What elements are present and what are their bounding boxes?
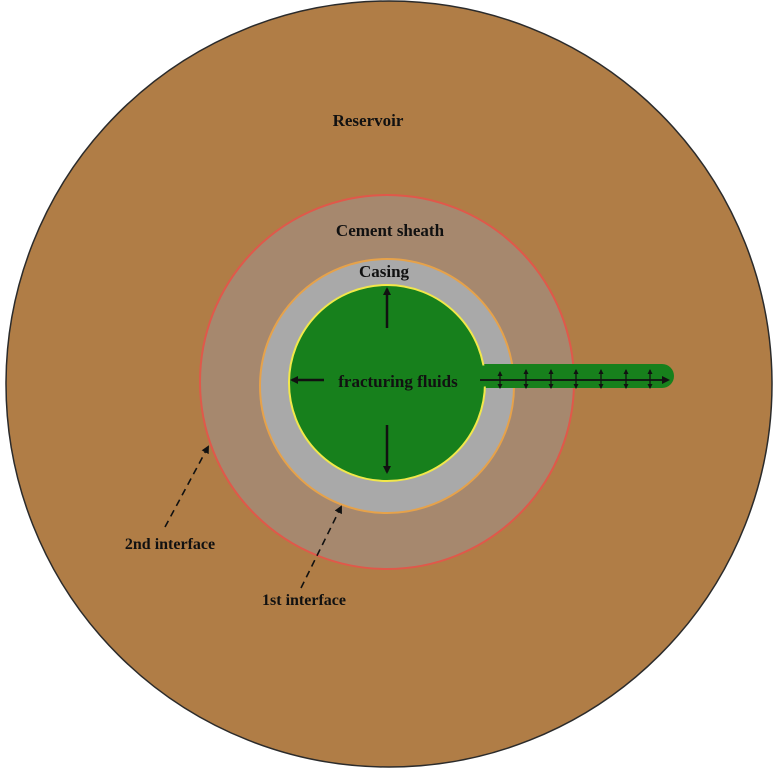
cement-sheath-label: Cement sheath [336,221,445,240]
fracture-pressure-arrows [497,369,653,389]
first-interface-leader [300,505,342,589]
fracture-channel [470,364,674,388]
first-interface-label: 1st interface [262,592,346,609]
second-interface-label: 2nd interface [125,536,215,553]
channel-join [478,365,488,387]
reservoir-label: Reservoir [333,111,404,130]
casing-label: Casing [359,262,410,281]
second-interface-leader [164,445,209,528]
fracturing-fluids-label: fracturing fluids [338,372,458,391]
